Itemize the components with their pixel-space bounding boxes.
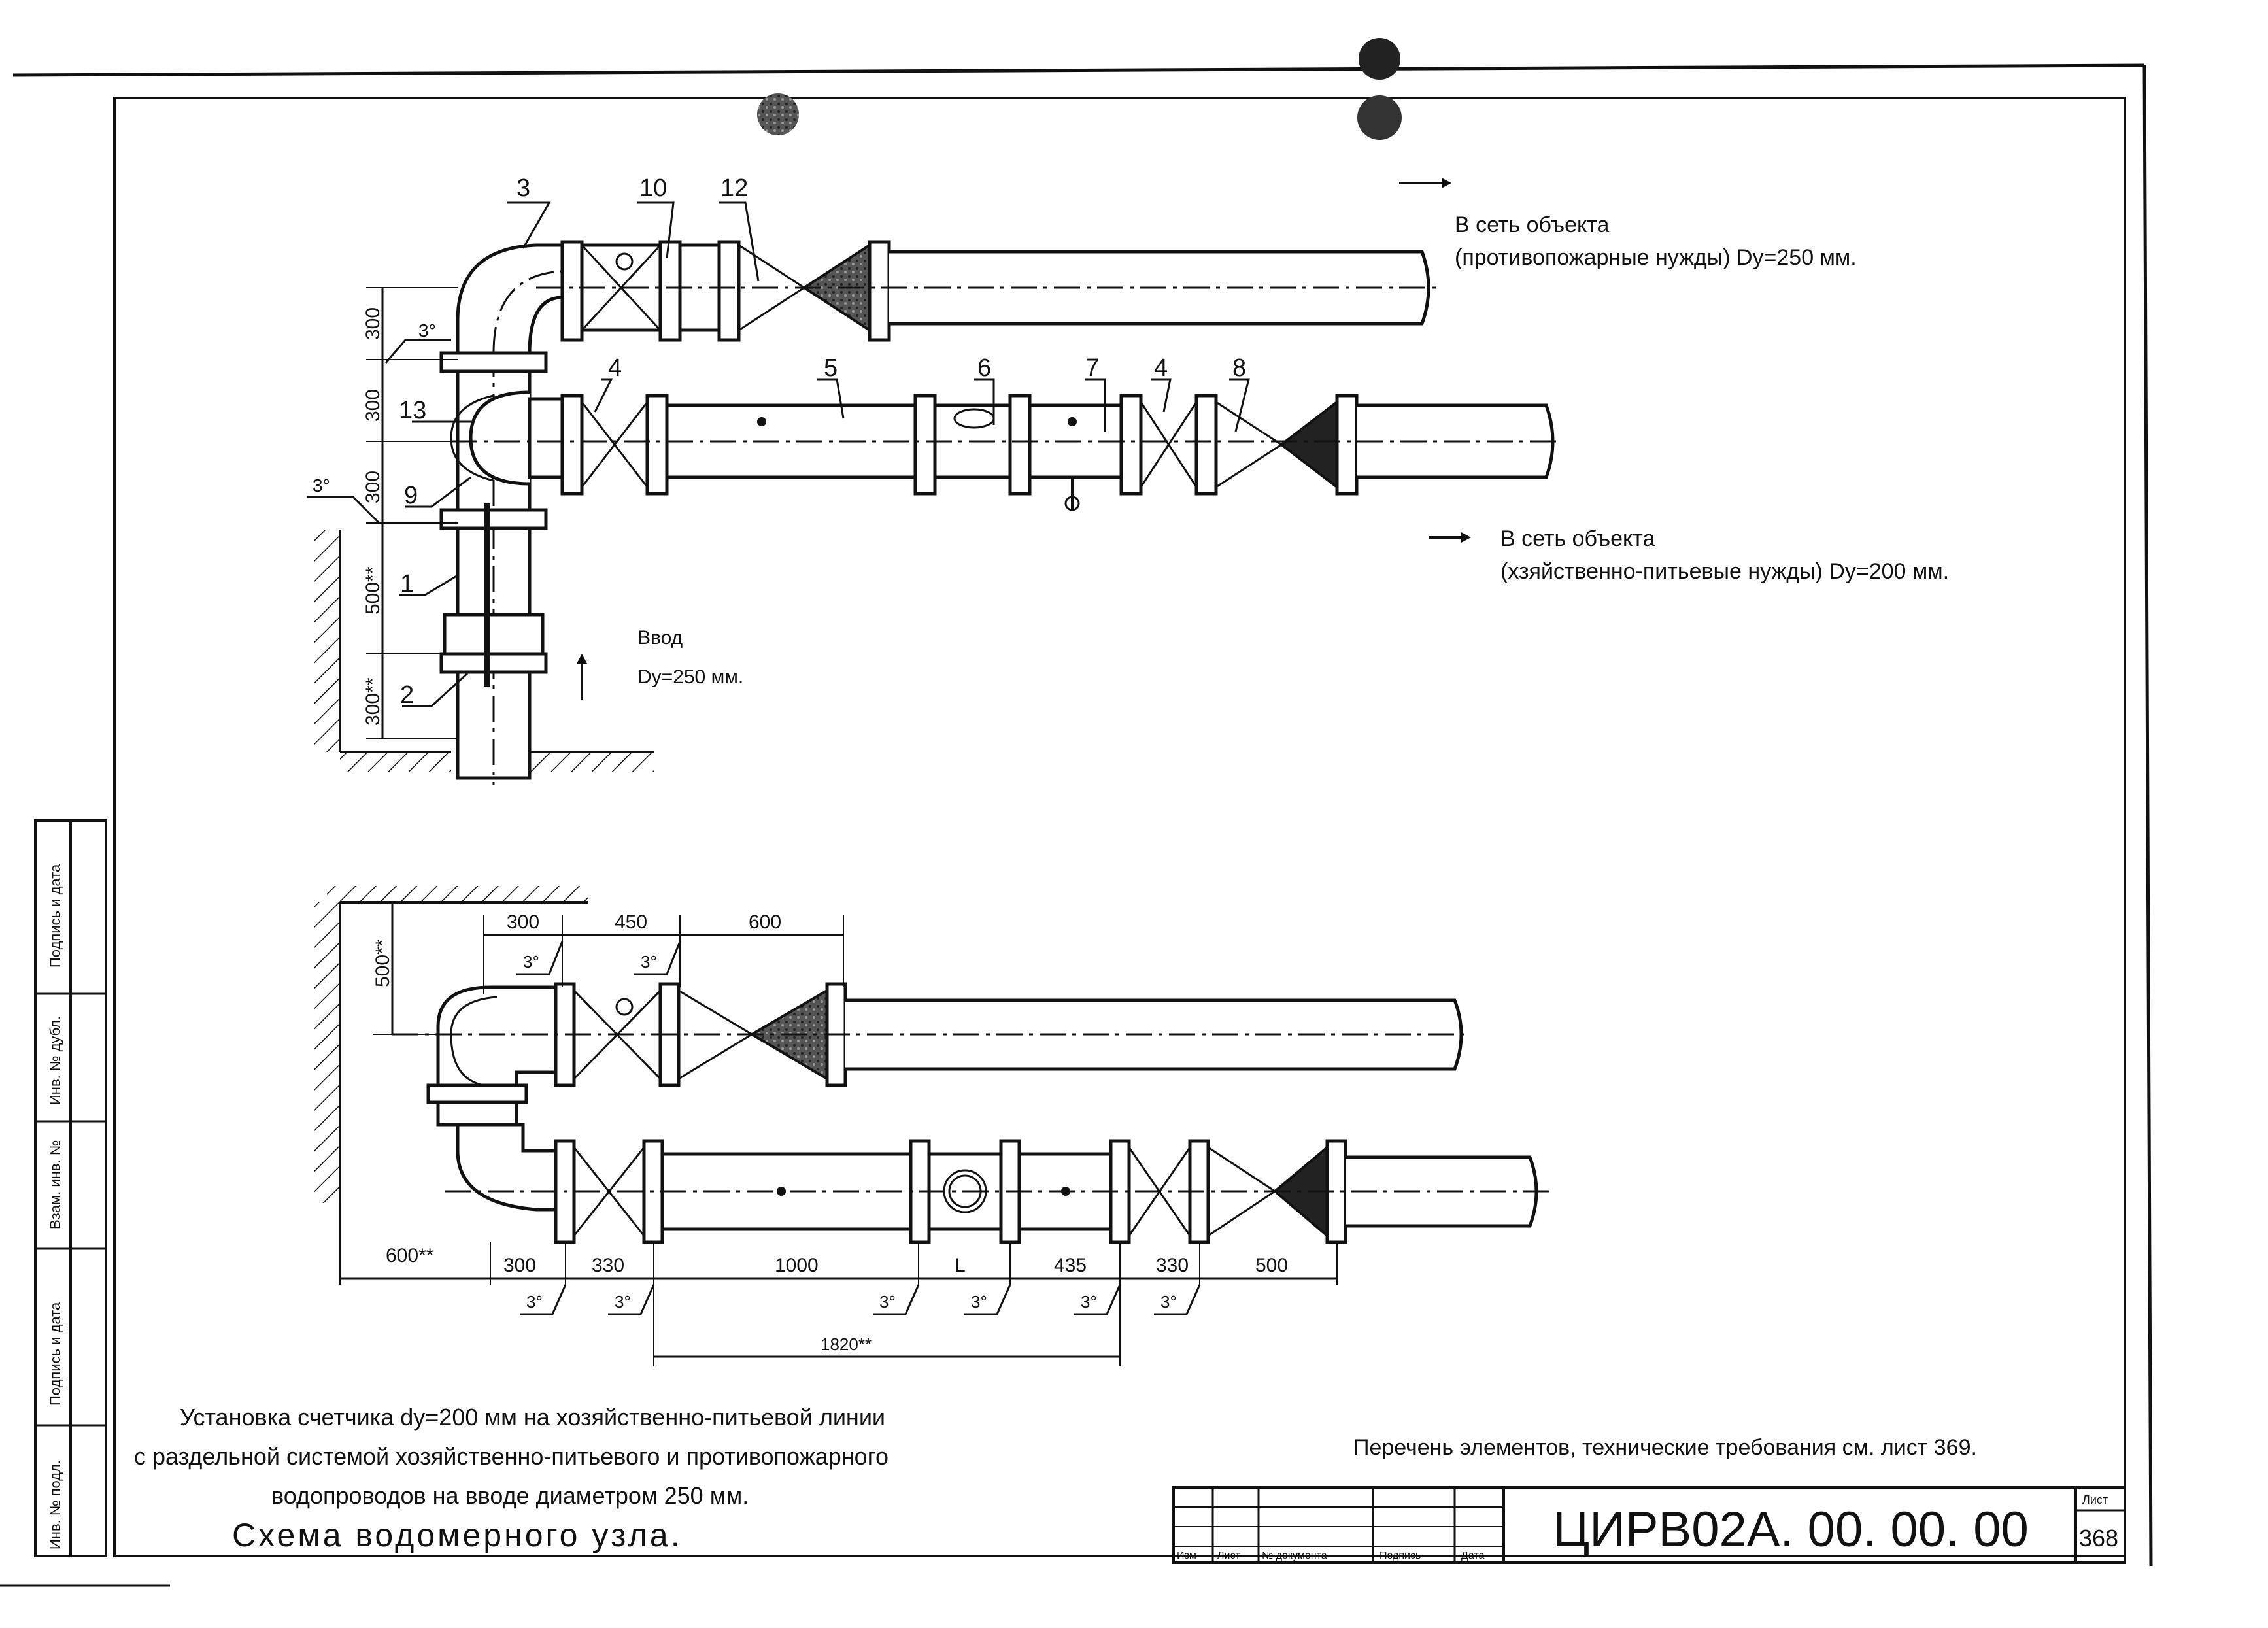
title-block: Изм Лист № документа Подпись Дата ЦИРВ02… <box>1172 1486 2126 1564</box>
dim-angle-1: 3° <box>418 320 436 341</box>
dim-v300c: 300 <box>362 471 384 503</box>
plan-dim-500: 500 <box>1255 1255 1288 1276</box>
tb-sheet-label: Лист <box>2082 1493 2108 1506</box>
plan-dim-top-450: 450 <box>615 911 647 933</box>
pos-3: 3 <box>516 175 530 202</box>
pos-8: 8 <box>1232 354 1246 382</box>
tb-col-doc: № документа <box>1262 1550 1327 1561</box>
binder-holes <box>757 38 1402 140</box>
pos-4b: 4 <box>1154 354 1168 382</box>
inlet-label-2: Dy=250 мм. <box>637 666 743 688</box>
dim-v300b: 300 <box>362 389 384 422</box>
pos-12: 12 <box>720 175 748 202</box>
plan-angle-b2: 3° <box>615 1292 631 1312</box>
pos-1: 1 <box>400 570 414 598</box>
inlet-label-1: Ввод <box>637 627 683 649</box>
dim-angle-2: 3° <box>313 475 330 496</box>
plan-view: 300 450 600 3° 3° 500** 600** 300 330 10… <box>314 886 1556 1366</box>
plan-dim-300: 300 <box>503 1255 536 1276</box>
upper-outlet-label-2: (противопожарные нужды) Dy=250 мм. <box>1455 245 1857 270</box>
plan-angle-b4: 3° <box>971 1292 987 1312</box>
plan-angle-top-1: 3° <box>523 952 539 972</box>
stamp-inv-podl: Инв. № подл. <box>47 1460 63 1550</box>
pos-6: 6 <box>977 354 991 382</box>
tb-col-sign: Подпись <box>1379 1550 1421 1561</box>
caption-line-2: с раздельной системой хозяйственно-питье… <box>134 1443 889 1470</box>
dim-v300d: 300** <box>362 677 384 726</box>
pos-13: 13 <box>399 397 426 424</box>
pos-10: 10 <box>639 175 667 202</box>
plan-dim-left: 500** <box>372 939 394 987</box>
plan-dim-600: 600** <box>386 1245 434 1266</box>
upper-outlet-label-1: В сеть объекта <box>1455 212 1609 237</box>
dim-v500: 500** <box>362 566 384 615</box>
tb-col-date: Дата <box>1461 1550 1485 1561</box>
tb-col-list: Лист <box>1217 1550 1240 1561</box>
stamp-sign-date-2: Подпись и дата <box>47 1302 63 1406</box>
plan-dim-overall: 1820** <box>821 1334 872 1354</box>
pos-2: 2 <box>400 681 414 709</box>
tb-code: ЦИРВ02А. 00. 00. 00 <box>1553 1502 2029 1557</box>
caption-line-3: водопроводов на вводе диаметром 250 мм. <box>271 1482 749 1509</box>
caption: Установка счетчика dy=200 мм на хозяйств… <box>134 1404 1977 1553</box>
plan-angle-top-2: 3° <box>641 952 657 972</box>
pos-4a: 4 <box>608 354 622 382</box>
lower-outlet-label-2: (хзяйственно-питьевые нужды) Dy=200 мм. <box>1500 559 1949 584</box>
pos-9: 9 <box>404 482 418 509</box>
elements-note: Перечень элементов, технические требован… <box>1353 1435 1977 1460</box>
stamp-vzam-inv: Взам. инв. № <box>47 1140 63 1229</box>
sheet-frame <box>0 63 2153 1587</box>
pos-7: 7 <box>1085 354 1099 382</box>
tb-col-izm: Изм <box>1177 1550 1196 1561</box>
plan-dim-top-600: 600 <box>749 911 781 933</box>
stamp-sign-date-1: Подпись и дата <box>47 864 63 968</box>
elevation-view: 300 300 300 500** 300** 3° 3° 3 10 12 4 … <box>307 175 1949 785</box>
plan-dim-435: 435 <box>1054 1255 1087 1276</box>
tb-sheet-number: 368 <box>2079 1525 2118 1552</box>
plan-dim-330a: 330 <box>592 1255 624 1276</box>
lower-outlet-label-1: В сеть объекта <box>1500 526 1655 551</box>
plan-angle-b5: 3° <box>1081 1292 1097 1312</box>
plan-dim-1000: 1000 <box>775 1255 819 1276</box>
plan-angle-b1: 3° <box>526 1292 543 1312</box>
plan-angle-b3: 3° <box>879 1292 896 1312</box>
pos-5: 5 <box>824 354 838 382</box>
caption-title: Схема водомерного узла. <box>232 1517 683 1553</box>
plan-dim-330b: 330 <box>1156 1255 1189 1276</box>
plan-angle-b6: 3° <box>1160 1292 1177 1312</box>
side-stamp: Подпись и дата Инв. № дубл. Взам. инв. №… <box>34 819 107 1557</box>
stamp-inv-dubl: Инв. № дубл. <box>47 1016 63 1105</box>
dim-v300a: 300 <box>362 307 384 340</box>
caption-line-1: Установка счетчика dy=200 мм на хозяйств… <box>180 1404 885 1431</box>
plan-dim-L: L <box>955 1255 966 1276</box>
plan-dim-top-300: 300 <box>507 911 539 933</box>
